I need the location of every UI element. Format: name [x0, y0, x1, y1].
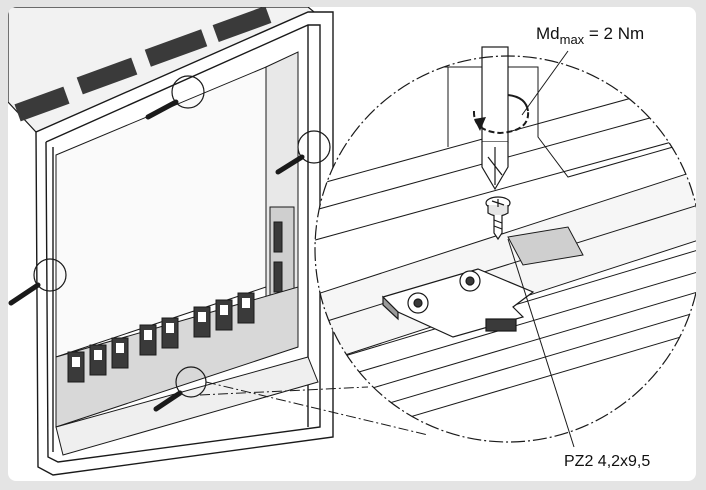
installation-drawing	[8, 7, 696, 476]
callout-left	[33, 258, 67, 292]
breaker-row	[55, 286, 319, 456]
screw-spec-label: PZ2 4,2x9,5	[564, 453, 651, 470]
callout-top	[171, 75, 205, 109]
detail-magnifier	[314, 46, 696, 443]
screwdriver-icon	[481, 46, 509, 191]
screw-icon	[485, 196, 511, 241]
rotation-arrow-icon	[472, 94, 530, 135]
torque-subscript: max	[559, 32, 585, 47]
annotation-leaders	[507, 50, 575, 448]
torque-value: = 2 Nm	[584, 24, 645, 43]
callout-right	[297, 130, 331, 164]
bracket-icon	[381, 268, 535, 338]
illustration-panel: Mdmax = 2 Nm PZ2 4,2x9,5	[8, 7, 696, 481]
torque-symbol: Md	[536, 24, 560, 43]
terminal-block-row	[14, 7, 272, 122]
torque-spec-label: Mdmax = 2 Nm	[536, 24, 645, 47]
side-rail	[265, 51, 299, 358]
callout-markers	[8, 75, 331, 412]
zoom-leaders	[199, 381, 429, 436]
